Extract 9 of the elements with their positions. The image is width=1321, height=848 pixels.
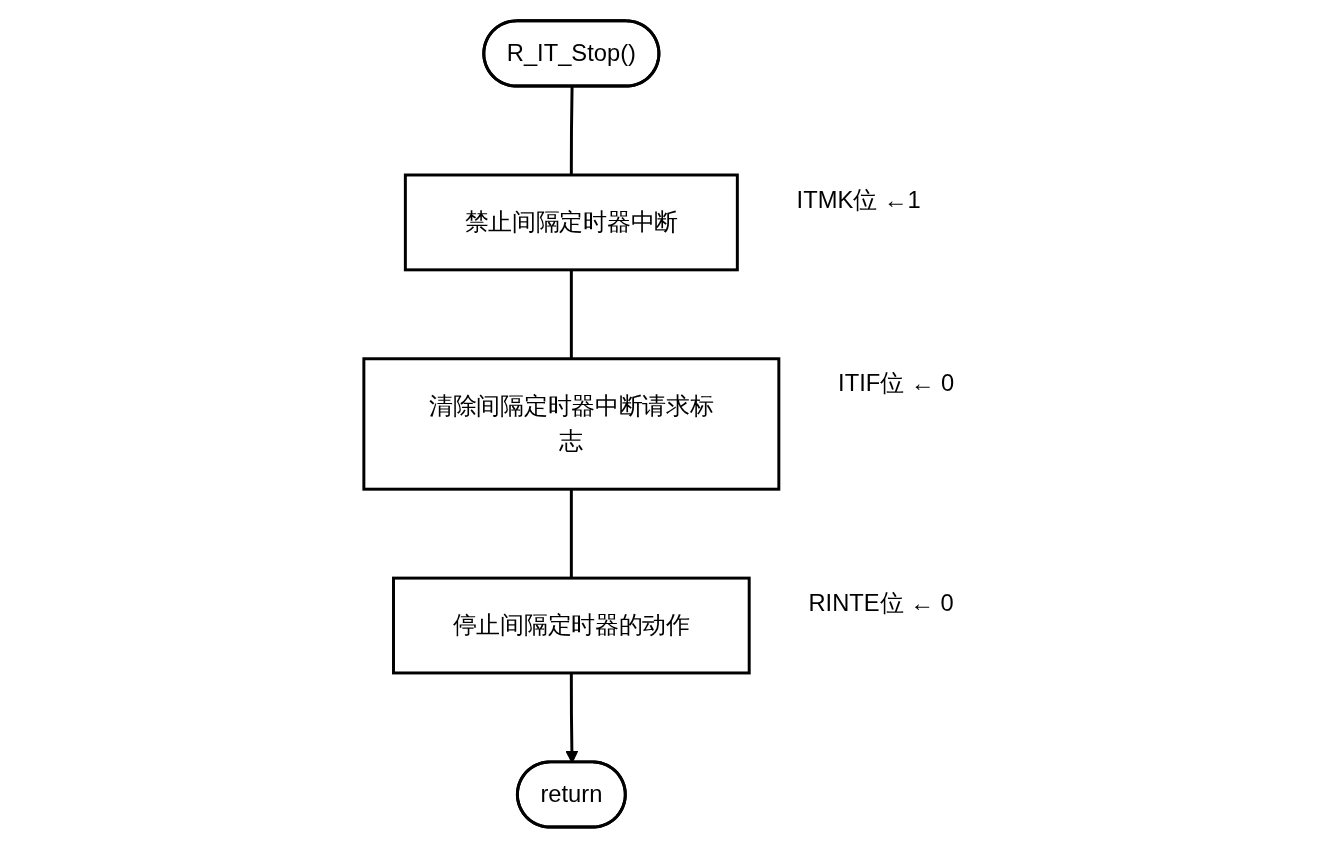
connector xyxy=(569,86,574,175)
connector xyxy=(569,489,573,579)
bit-setting-note: ITIF位 ← 0 xyxy=(838,370,955,397)
node-box: 停止间隔定时器的动作 xyxy=(392,576,751,675)
node-box: 禁止间隔定时器中断 xyxy=(403,173,739,272)
connector xyxy=(569,269,573,359)
bit-setting-note: RINTE位 ← 0 xyxy=(808,589,954,616)
node-box: 清除间隔定时器中断请求标志 xyxy=(362,357,781,491)
bit-setting-note: ITMK位 ←1 xyxy=(796,186,921,213)
